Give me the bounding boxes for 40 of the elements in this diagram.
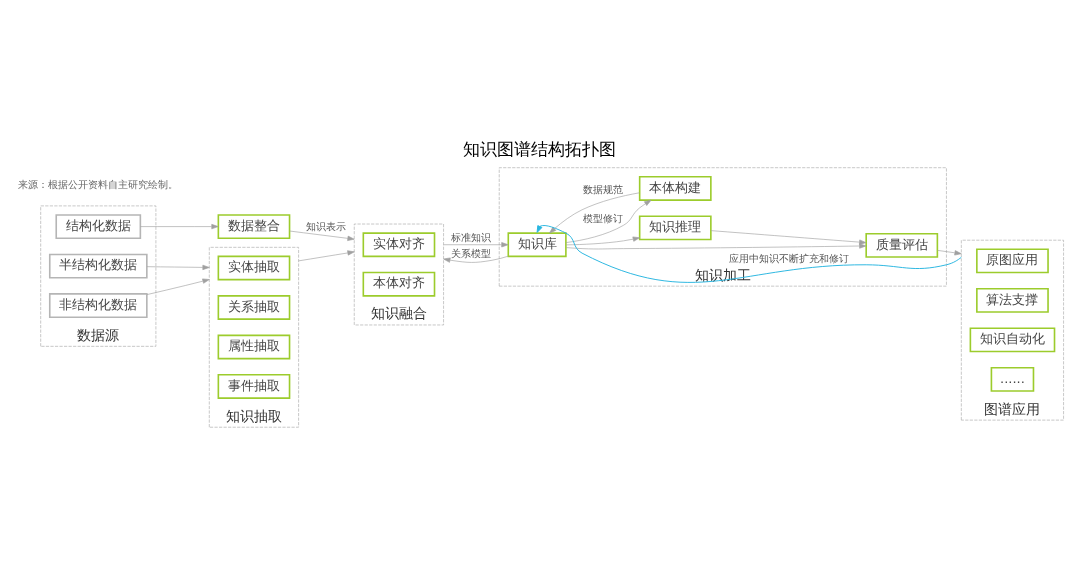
arrow — [565, 236, 640, 246]
edge-label: 标准知识 — [451, 231, 492, 244]
edge-label: 数据规范 — [582, 183, 623, 196]
node-box: 非结构化数据 — [48, 293, 148, 318]
node-box: 本体对齐 — [362, 271, 436, 297]
node-box: 半结构化数据 — [48, 253, 148, 279]
arrow — [140, 224, 219, 230]
node-box: 实体对齐 — [362, 232, 436, 258]
edge-label: 应用中知识不断扩充和修订 — [728, 252, 849, 265]
edge-label: 模型修订 — [582, 211, 623, 224]
arrow — [146, 264, 210, 270]
label: 来源：根据公开资料自主研究绘制。 — [18, 177, 179, 190]
node-box: 算法支撑 — [976, 287, 1049, 313]
arrow — [565, 199, 652, 243]
node-box: 结构化数据 — [55, 214, 142, 240]
node-box: 知识推理 — [638, 215, 712, 241]
edge-label: 知识表示 — [306, 220, 347, 233]
arrow — [146, 278, 210, 295]
node-box: 实体抽取 — [217, 255, 291, 281]
arrow — [549, 192, 640, 234]
node-box: 原图应用 — [976, 248, 1049, 274]
node-box: 属性抽取 — [217, 334, 291, 360]
node-box: ...... — [990, 366, 1035, 392]
edge-label: 关系模型 — [451, 246, 492, 259]
arrow — [289, 230, 355, 241]
arrow — [536, 225, 962, 283]
arrow — [443, 242, 509, 248]
node-box: 本体构建 — [638, 175, 712, 201]
node-box: 知识库 — [507, 232, 567, 258]
arrow — [298, 250, 355, 262]
node-box: 质量评估 — [865, 232, 939, 258]
arrow — [443, 255, 509, 263]
arrow — [937, 250, 962, 256]
node-box: 数据整合 — [217, 214, 291, 240]
node-box: 关系抽取 — [217, 295, 291, 320]
node-box: 知识自动化 — [969, 327, 1056, 353]
arrow — [565, 243, 867, 250]
node-box: 事件抽取 — [217, 374, 291, 399]
arrow — [710, 230, 867, 245]
diagram-title: 知识图谱结构拓扑图 — [463, 138, 617, 159]
